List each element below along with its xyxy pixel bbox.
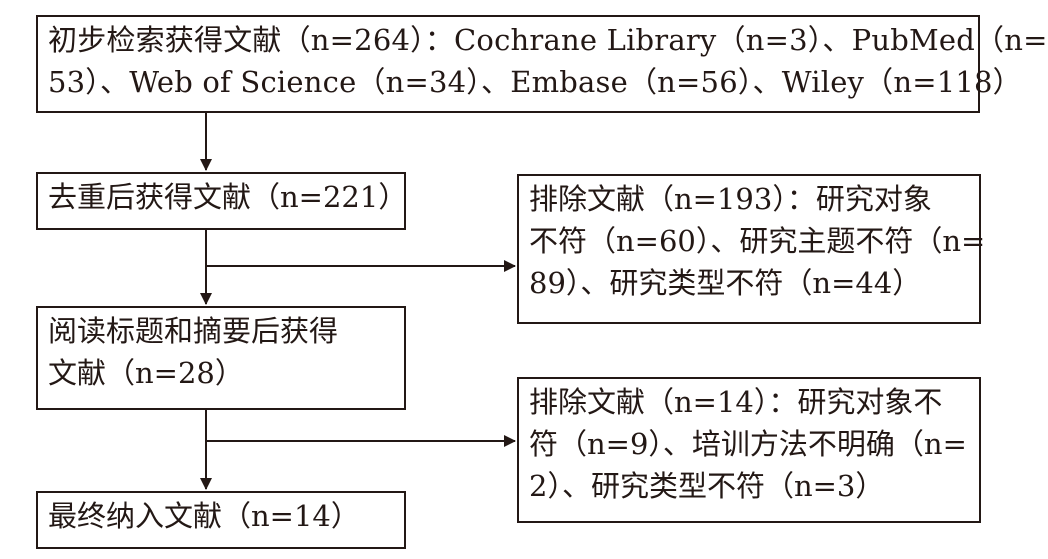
exclusion-first-line: 排除文献（n=193）：研究对象: [529, 182, 932, 216]
included-line: 最终纳入文献（n=14）: [48, 499, 360, 533]
exclusion-first-box: 排除文献（n=193）：研究对象 不符（n=60）、研究主题不符（n= 89）、…: [517, 174, 986, 324]
exclusion-second-line: 符（n=9）、培训方法不明确（n=: [529, 427, 967, 461]
identification-box: 初步检索获得文献（n=264）：Cochrane Library（n=3）、Pu…: [36, 15, 1048, 113]
exclusion-second-line: 2）、研究类型不符（n=3）: [529, 469, 885, 503]
deduplication-box: 去重后获得文献（n=221）: [36, 172, 408, 230]
exclusion-first-line: 不符（n=60）、研究主题不符（n=: [529, 224, 986, 258]
screening-line: 阅读标题和摘要后获得: [48, 314, 339, 348]
flowchart: 初步检索获得文献（n=264）：Cochrane Library（n=3）、Pu…: [36, 15, 1048, 549]
identification-line: 初步检索获得文献（n=264）：Cochrane Library（n=3）、Pu…: [48, 23, 1048, 57]
screening-box: 阅读标题和摘要后获得 文献（n=28）: [36, 306, 406, 410]
flowchart-connectors: [200, 113, 516, 490]
exclusion-second-line: 排除文献（n=14）：研究对象不: [529, 385, 943, 419]
identification-line: 53）、Web of Science（n=34）、Embase（n=56）、Wi…: [48, 65, 1022, 99]
exclusion-first-line: 89）、研究类型不符（n=44）: [529, 266, 922, 300]
exclusion-second-box: 排除文献（n=14）：研究对象不 符（n=9）、培训方法不明确（n= 2）、研究…: [517, 377, 981, 523]
deduplication-line: 去重后获得文献（n=221）: [48, 180, 408, 214]
screening-line: 文献（n=28）: [48, 356, 244, 390]
included-box: 最终纳入文献（n=14）: [36, 491, 406, 549]
